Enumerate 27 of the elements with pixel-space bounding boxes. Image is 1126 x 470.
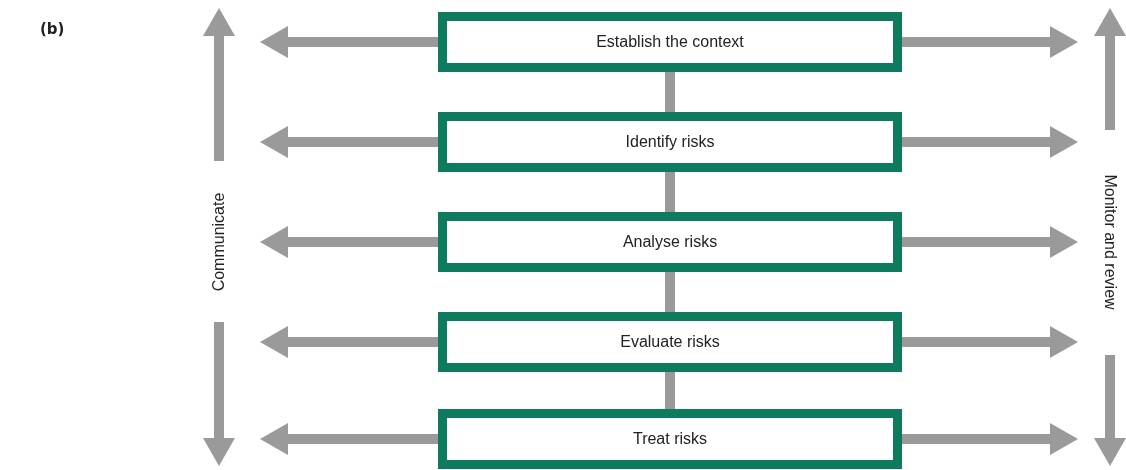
step-label: Treat risks <box>632 430 708 448</box>
axis-label: Monitor and review <box>1101 174 1119 310</box>
arrow <box>260 126 438 158</box>
arrow <box>902 126 1078 158</box>
process-box <box>438 409 902 469</box>
arrow <box>902 226 1078 258</box>
arrow <box>902 26 1078 58</box>
process-box <box>438 112 902 172</box>
connector-line <box>665 172 675 212</box>
step-label: Analyse risks <box>622 233 718 251</box>
arrow <box>260 326 438 358</box>
process-box <box>438 12 902 72</box>
arrow <box>260 423 438 455</box>
connector-line <box>665 272 675 312</box>
connector-line <box>665 72 675 112</box>
arrow <box>902 326 1078 358</box>
step-label: Identify risks <box>625 133 715 151</box>
arrow <box>902 423 1078 455</box>
panel-label: (b) <box>40 20 65 38</box>
step-label: Evaluate risks <box>620 333 720 351</box>
connector-line <box>665 372 675 409</box>
arrow <box>260 26 438 58</box>
step-label: Establish the context <box>596 33 744 51</box>
process-box <box>438 212 902 272</box>
process-box <box>438 312 902 372</box>
axis-label: Communicate <box>210 192 228 292</box>
arrow <box>260 226 438 258</box>
